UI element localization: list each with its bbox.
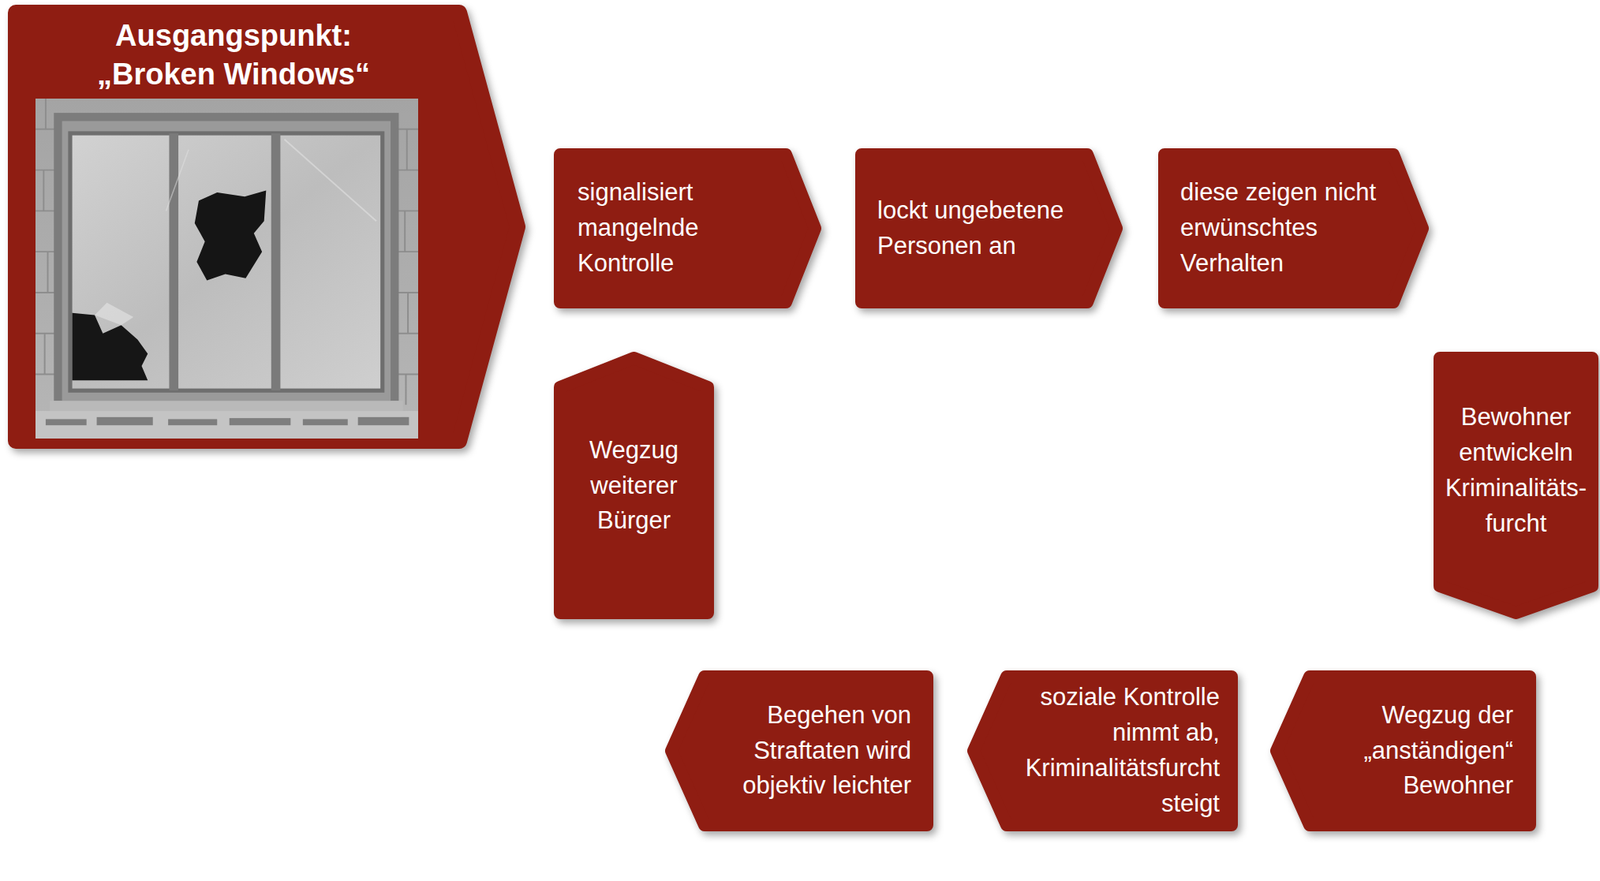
process-box: Begehen von Straftaten wird objektiv lei…: [665, 670, 934, 832]
box-text: signalisiert mangelnde Kontrolle: [577, 175, 785, 282]
box-text: lockt ungebetene Personen an: [877, 193, 1085, 265]
text-area: Wegzug der „anständigen“ Bewohner: [1315, 678, 1514, 824]
process-box: soziale Kontrolle nimmt ab, Kriminalität…: [967, 670, 1238, 832]
arrow-outline: [671, 676, 928, 826]
arrow-outline: [973, 676, 1232, 826]
process-box: diese zeigen nicht erwünschtes Verhalten: [1158, 148, 1429, 309]
box-text: Wegzug der „anständigen“ Bewohner: [1315, 698, 1514, 805]
arrow-outline: [560, 358, 708, 614]
arrow-outline: [861, 154, 1117, 303]
box-text: Bewohner entwickeln Kriminalitäts- furch…: [1439, 400, 1593, 543]
process-box: Bewohner entwickeln Kriminalitäts- furch…: [1433, 351, 1599, 620]
text-area: lockt ungebetene Personen an: [877, 156, 1085, 301]
process-box: signalisiert mangelnde Kontrolle: [553, 148, 822, 309]
text-area: Bewohner entwickeln Kriminalitäts- furch…: [1439, 359, 1593, 583]
arrow-outline: [560, 154, 815, 303]
text-area: Wegzug weiterer Bürger: [560, 395, 708, 577]
box-text: soziale Kontrolle nimmt ab, Kriminalität…: [1011, 680, 1220, 823]
process-box: Wegzug weiterer Bürger: [553, 351, 715, 620]
text-area: Begehen von Straftaten wird objektiv lei…: [710, 678, 912, 824]
text-area: Ausgangspunkt: „Broken Windows“: [75, 11, 392, 100]
process-box: lockt ungebetene Personen an: [855, 148, 1123, 309]
box-text: diese zeigen nicht erwünschtes Verhalten: [1180, 175, 1387, 282]
text-area: signalisiert mangelnde Kontrolle: [577, 156, 785, 301]
text-area: diese zeigen nicht erwünschtes Verhalten: [1180, 156, 1387, 301]
arrow-outline: [1439, 358, 1593, 614]
process-box: Wegzug der „anständigen“ Bewohner: [1270, 670, 1537, 832]
arrow-outline: [1164, 154, 1423, 303]
arrow-outline: [15, 12, 518, 442]
box-text: Begehen von Straftaten wird objektiv lei…: [710, 698, 912, 805]
heading-text: Ausgangspunkt: „Broken Windows“: [75, 16, 392, 95]
arrow-shape: [855, 148, 1123, 309]
window-photo: [35, 98, 419, 439]
box-text: Wegzug weiterer Bürger: [560, 433, 708, 540]
arrow-outline: [1276, 676, 1530, 826]
text-area: soziale Kontrolle nimmt ab, Kriminalität…: [1011, 676, 1220, 826]
